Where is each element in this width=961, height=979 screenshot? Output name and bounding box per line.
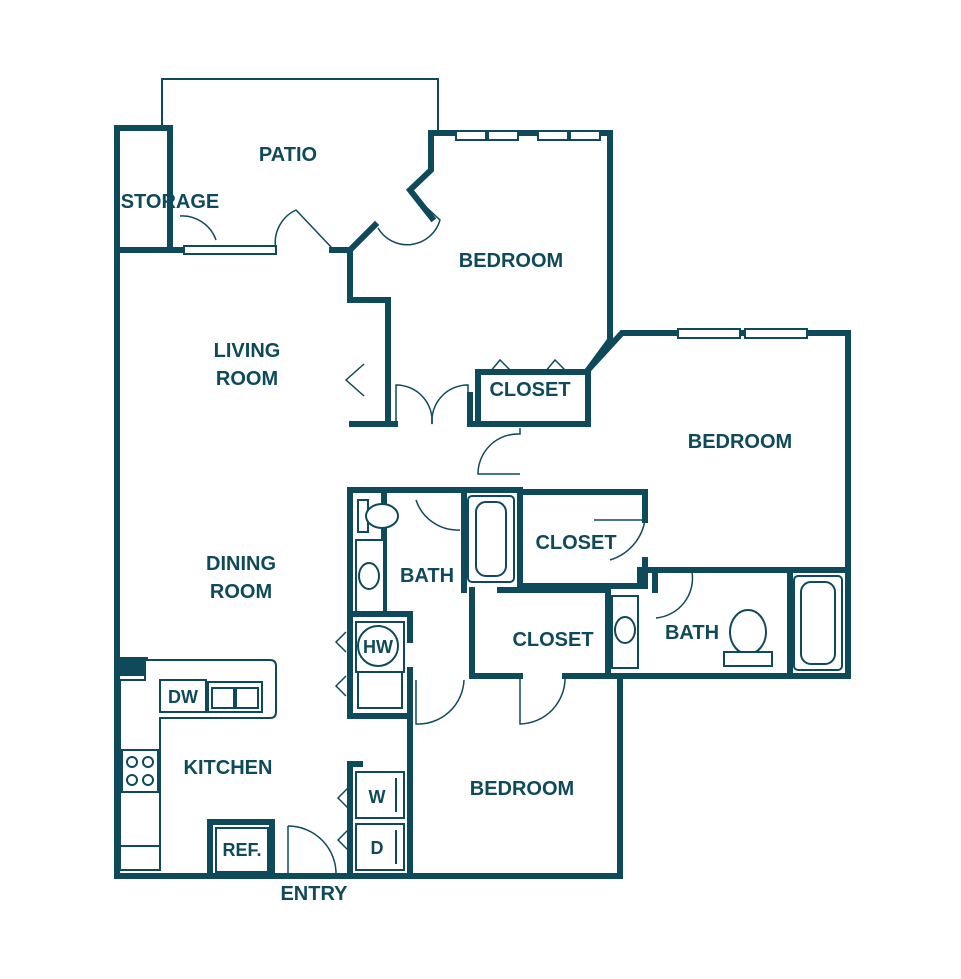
label-entry: ENTRY bbox=[280, 883, 348, 905]
label-bedroom-master: BEDROOM bbox=[459, 250, 563, 272]
label-dining-2: ROOM bbox=[210, 581, 272, 603]
label-bedroom-bottom: BEDROOM bbox=[470, 778, 574, 800]
label-kitchen: KITCHEN bbox=[184, 757, 273, 779]
label-dishwasher: DW bbox=[168, 687, 198, 707]
doors bbox=[179, 191, 694, 877]
label-bedroom-right: BEDROOM bbox=[688, 431, 792, 453]
windows bbox=[183, 130, 808, 339]
label-dining-1: DINING bbox=[206, 553, 276, 575]
label-closet-lower: CLOSET bbox=[512, 629, 593, 651]
label-patio: PATIO bbox=[259, 144, 317, 166]
label-bath-right: BATH bbox=[665, 622, 719, 644]
fixtures bbox=[119, 495, 843, 873]
label-living-2: ROOM bbox=[216, 368, 278, 390]
label-closet-master: CLOSET bbox=[489, 379, 570, 401]
appliance-labels: DW HW REF. W D bbox=[168, 637, 393, 860]
label-closet-mid: CLOSET bbox=[535, 532, 616, 554]
label-washer: W bbox=[369, 787, 386, 807]
label-living-1: LIVING bbox=[214, 340, 281, 362]
walls bbox=[114, 78, 851, 879]
label-refrigerator: REF. bbox=[222, 840, 261, 860]
label-water-heater: HW bbox=[363, 637, 393, 657]
room-labels: PATIO STORAGE BEDROOM LIVING ROOM CLOSET… bbox=[121, 144, 793, 905]
label-storage: STORAGE bbox=[121, 191, 220, 213]
label-bath-left: BATH bbox=[400, 565, 454, 587]
label-dryer: D bbox=[371, 838, 384, 858]
